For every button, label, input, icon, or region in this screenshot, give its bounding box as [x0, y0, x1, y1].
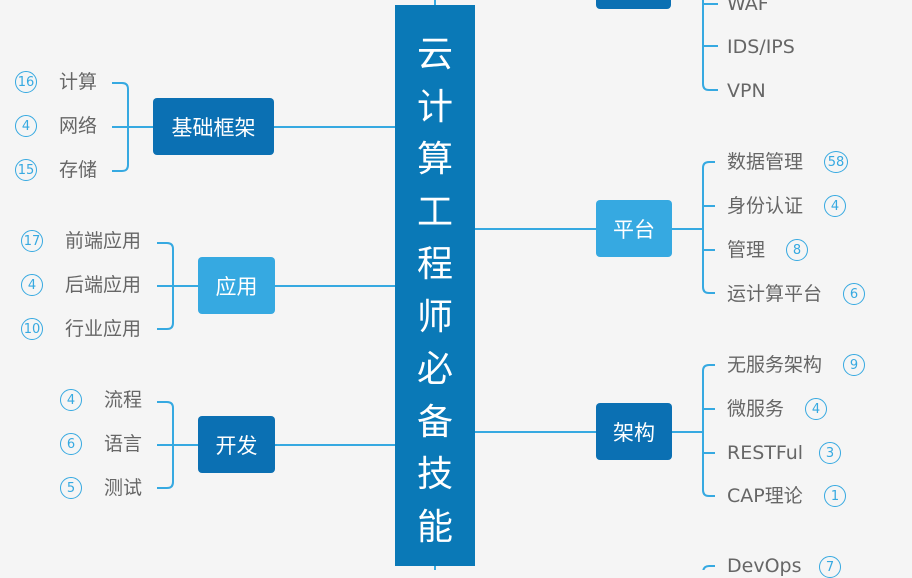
leaf-microservices[interactable]: 微服务	[727, 398, 785, 420]
leaf-cloud-platform[interactable]: 运计算平台	[727, 283, 823, 305]
leaf-backend-apps[interactable]: 后端应用	[65, 274, 142, 296]
central-topic-char: 师	[416, 296, 453, 338]
topic-development[interactable]: 开发	[198, 416, 275, 473]
central-topic-char: 工	[416, 191, 453, 233]
leaf-serverless[interactable]: 无服务架构	[727, 354, 823, 376]
leaf-devops[interactable]: DevOps	[727, 555, 802, 577]
leaf-compute[interactable]: 计算	[59, 71, 98, 93]
leaf-identity-auth[interactable]: 身份认证	[727, 195, 804, 217]
leaf-ids-ips[interactable]: IDS/IPS	[727, 36, 795, 58]
count-badge: 58	[824, 151, 848, 173]
leaf-language[interactable]: 语言	[104, 433, 143, 455]
leaf-data-management[interactable]: 数据管理	[727, 151, 804, 173]
central-topic-char: 程	[416, 244, 453, 285]
count-badge: 4	[60, 389, 82, 411]
leaf-management[interactable]: 管理	[727, 239, 766, 261]
count-badge: 6	[60, 433, 82, 455]
count-badge: 9	[843, 354, 865, 376]
leaf-industry-apps[interactable]: 行业应用	[65, 318, 142, 340]
count-badge: 4	[21, 274, 43, 296]
count-badge: 5	[60, 477, 82, 499]
count-badge: 4	[15, 115, 37, 137]
count-badge: 7	[819, 556, 841, 578]
leaf-cap-theory[interactable]: CAP理论	[727, 485, 803, 507]
topic-platform[interactable]: 平台	[596, 200, 672, 257]
count-badge: 4	[805, 398, 827, 420]
leaf-waf[interactable]: WAF	[727, 0, 769, 15]
topic-architecture[interactable]: 架构	[596, 403, 672, 460]
count-badge: 8	[786, 239, 808, 261]
leaf-storage[interactable]: 存储	[59, 159, 98, 181]
central-topic-char: 必	[416, 349, 453, 390]
leaf-restful[interactable]: RESTFul	[727, 442, 804, 464]
central-topic-char: 技	[416, 454, 453, 495]
leaf-vpn[interactable]: VPN	[727, 80, 766, 102]
count-badge: 3	[819, 442, 841, 464]
leaf-network[interactable]: 网络	[59, 115, 98, 137]
central-topic-char: 云	[416, 34, 453, 75]
topic-application[interactable]: 应用	[198, 257, 275, 314]
count-badge: 6	[843, 283, 865, 305]
central-topic[interactable]: 云 计 算 工 程 师 必 备 技 能	[395, 5, 475, 566]
count-badge: 1	[824, 485, 846, 507]
leaf-testing[interactable]: 测试	[104, 477, 143, 499]
count-badge: 10	[21, 318, 43, 340]
central-topic-char: 计	[416, 86, 453, 128]
central-topic-char: 算	[416, 139, 453, 180]
topic-infrastructure[interactable]: 基础框架	[153, 98, 274, 155]
count-badge: 15	[15, 159, 37, 181]
count-badge: 16	[15, 71, 37, 93]
central-topic-char: 能	[416, 506, 453, 548]
leaf-process[interactable]: 流程	[104, 389, 143, 411]
central-topic-char: 备	[416, 401, 453, 443]
leaf-frontend-apps[interactable]: 前端应用	[65, 230, 142, 252]
topic-security-partial[interactable]	[596, 0, 671, 9]
count-badge: 4	[824, 195, 846, 217]
count-badge: 17	[21, 230, 43, 252]
